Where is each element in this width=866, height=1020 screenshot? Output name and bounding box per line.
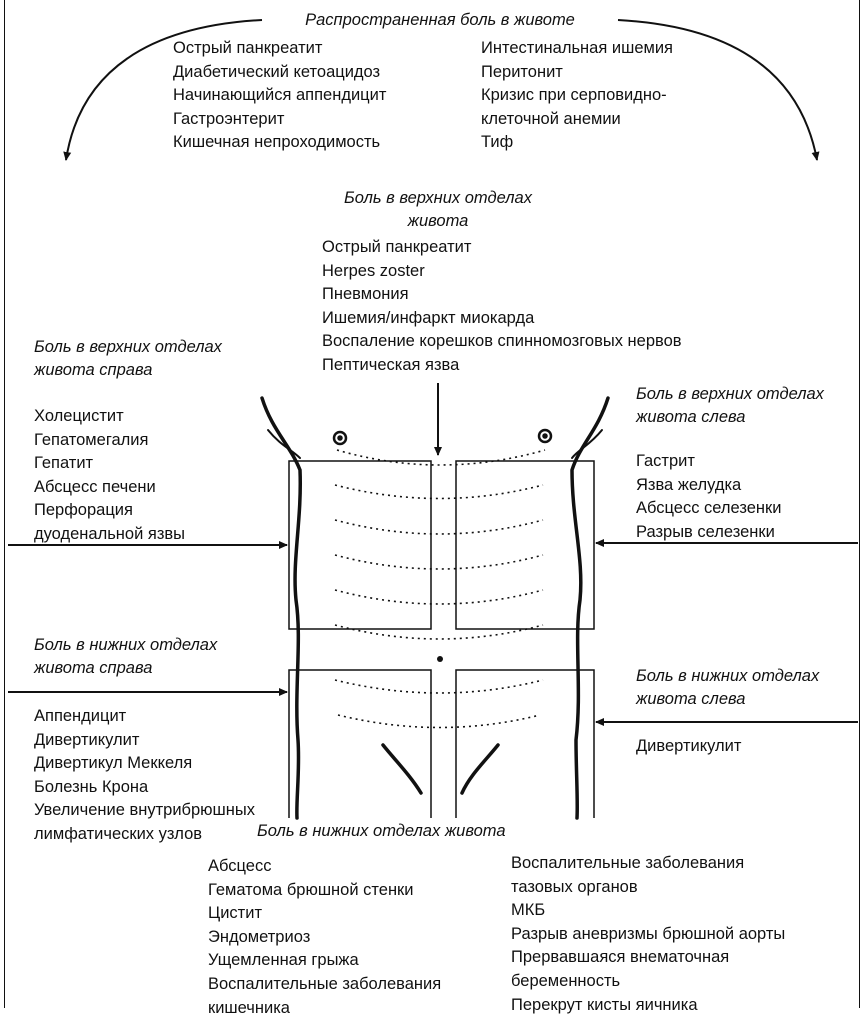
quadrant-lower-left xyxy=(455,669,595,818)
upper-title-line1: Боль в верхних отделах xyxy=(344,189,532,207)
list-item: Гастрит xyxy=(636,452,695,470)
lower-left-title-line2: живота слева xyxy=(636,690,746,708)
general-arrow-right xyxy=(617,19,820,161)
list-item: Пневмония xyxy=(322,285,409,304)
upper-left-title-line2: живота слева xyxy=(636,408,746,426)
list-item: Разрыв аневризмы брюшной аорты xyxy=(511,924,786,943)
list-item: Интестинальная ишемия xyxy=(481,39,673,57)
upper-right-title-line1: Боль в верхних отделах xyxy=(34,338,222,356)
list-item: Цистит xyxy=(208,904,263,923)
list-item: Пептическая язва xyxy=(322,355,460,374)
general-list-right: Интестинальная ишемия Перитонит Кризис п… xyxy=(481,37,673,155)
lower-right-list: Аппендицит Дивертикулит Дивертикул Мекке… xyxy=(34,705,255,847)
quadrant-lower-right xyxy=(288,669,432,818)
general-list-left: Острый панкреатит Диабетический кетоацид… xyxy=(173,37,386,155)
list-item: Перитонит xyxy=(481,62,563,81)
list-item: Воспалительные заболевания xyxy=(511,854,745,872)
lower-left-title: Боль в нижних отделах живота слева xyxy=(636,665,819,711)
list-item: Абсцесс xyxy=(208,857,272,875)
list-item: Гепатомегалия xyxy=(34,430,149,449)
list-item: Дивертикул Меккеля xyxy=(34,754,193,773)
general-arrow-left xyxy=(63,19,263,161)
list-item: кишечника xyxy=(208,998,290,1017)
list-item: Перфорация xyxy=(34,501,133,520)
dotted-contours xyxy=(334,449,546,729)
list-item: Холецистит xyxy=(34,407,124,425)
list-item: Гематома брюшной стенки xyxy=(208,880,414,899)
list-item: Гепатит xyxy=(34,454,94,473)
list-item: Болезнь Крона xyxy=(34,777,149,796)
upper-right-list: Холецистит Гепатомегалия Гепатит Абсцесс… xyxy=(34,405,185,547)
list-item: Дивертикулит xyxy=(34,730,140,749)
lower-list-right: Воспалительные заболевания тазовых орган… xyxy=(511,852,785,1017)
list-item: тазовых органов xyxy=(511,877,638,896)
list-item: Ущемленная грыжа xyxy=(208,951,359,970)
list-item: Язва желудка xyxy=(636,475,742,494)
list-item: Прервавшаяся внематочная xyxy=(511,948,730,967)
quadrant-upper-right xyxy=(288,460,432,630)
list-item: беременность xyxy=(511,971,621,990)
list-item: Острый панкреатит xyxy=(322,238,472,256)
nipple-marks xyxy=(332,428,553,446)
list-item: Гастроэнтерит xyxy=(173,109,285,128)
list-item: Абсцесс селезенки xyxy=(636,499,782,518)
list-item: Увеличение внутрибрюшных xyxy=(34,801,256,820)
list-item: Дивертикулит xyxy=(636,737,742,755)
list-item: Абсцесс печени xyxy=(34,477,156,496)
list-item: клеточной анемии xyxy=(481,109,621,128)
list-item: Эндометриоз xyxy=(208,927,311,946)
list-item: Диабетический кетоацидоз xyxy=(173,62,381,81)
navel xyxy=(437,656,443,662)
lower-left-title-line1: Боль в нижних отделах xyxy=(636,667,820,685)
list-item: Перекрут кисты яичника xyxy=(511,995,698,1014)
upper-right-title: Боль в верхних отделах живота справа xyxy=(34,336,222,382)
upper-left-title: Боль в верхних отделах живота слева xyxy=(636,383,824,429)
list-item: Разрыв селезенки xyxy=(636,522,775,541)
upper-list: Острый панкреатит Herpes zoster Пневмони… xyxy=(322,236,682,378)
lower-list-left: Абсцесс Гематома брюшной стенки Цистит Э… xyxy=(208,855,441,1020)
figure-frame xyxy=(4,0,860,1008)
list-item: Ишемия/инфаркт миокарда xyxy=(322,308,535,327)
list-item: Воспаление корешков спинномозговых нерво… xyxy=(322,332,682,351)
lower-title: Боль в нижних отделах живота xyxy=(257,822,506,840)
general-title: Распространенная боль в животе xyxy=(305,11,575,29)
list-item: Herpes zoster xyxy=(322,261,425,280)
lower-right-title-line1: Боль в нижних отделах xyxy=(34,636,218,654)
lower-left-list: Дивертикулит xyxy=(636,735,741,759)
list-item: лимфатических узлов xyxy=(34,824,203,843)
list-item: Аппендицит xyxy=(34,707,127,725)
lower-right-title-line2: живота справа xyxy=(34,659,153,677)
list-item: Острый панкреатит xyxy=(173,39,323,57)
list-item: Воспалительные заболевания xyxy=(208,974,442,993)
list-item: МКБ xyxy=(511,901,546,920)
list-item: Начинающийся аппендицит xyxy=(173,86,387,105)
body-contour xyxy=(260,396,610,820)
list-item: Тиф xyxy=(481,133,514,152)
upper-right-title-line2: живота справа xyxy=(34,361,153,379)
upper-title-line2: живота xyxy=(407,212,469,230)
upper-title: Боль в верхних отделах живота xyxy=(318,187,558,233)
list-item: дуоденальной язвы xyxy=(34,524,186,543)
list-item: Кризис при серповидно- xyxy=(481,86,667,105)
list-item: Кишечная непроходимость xyxy=(173,133,381,152)
upper-left-list: Гастрит Язва желудка Абсцесс селезенки Р… xyxy=(636,450,781,544)
upper-left-title-line1: Боль в верхних отделах xyxy=(636,385,824,403)
lower-right-title: Боль в нижних отделах живота справа xyxy=(34,634,217,680)
